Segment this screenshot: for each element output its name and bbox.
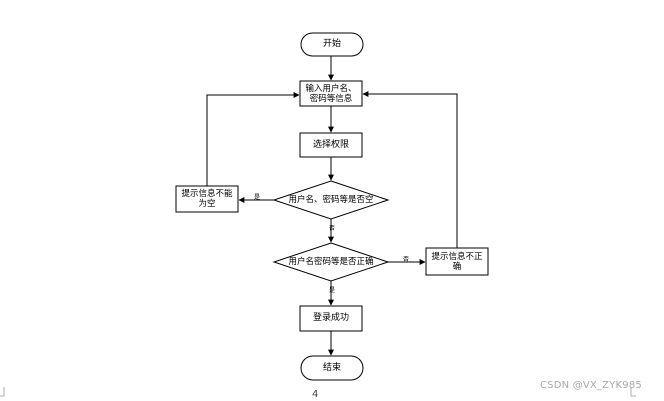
crop-mark-right (630, 387, 636, 397)
wrong-error-label: 提示信息不正 确 (431, 251, 483, 272)
end-label: 结束 (322, 362, 341, 373)
arrow-empty-error-back-to-input (206, 92, 300, 186)
select-permission-box (299, 132, 363, 158)
crop-mark-left (0, 387, 5, 397)
select-permission-label: 选择权限 (312, 139, 349, 150)
arrow-wrong-error-back-to-input (362, 91, 458, 248)
login-success-box (299, 305, 363, 332)
edge-label-correct-no: 否 (403, 256, 410, 263)
input-credentials-label: 输入用户名、 密码等信息 (305, 83, 357, 104)
login-success-label: 登录成功 (312, 313, 349, 323)
empty-check-label: 用户名、密码等是否空 (288, 194, 374, 205)
correct-check-label: 用户名密码等是否正确 (288, 256, 374, 267)
edge-label-correct-yes: 是 (329, 287, 336, 294)
csdn-watermark: CSDN @VX_ZYK985 (540, 380, 642, 391)
page-number: 4 (312, 389, 319, 400)
start-terminator (300, 32, 364, 57)
end-terminator (300, 355, 364, 381)
start-label: 开始 (322, 39, 341, 49)
input-credentials-box (299, 80, 363, 107)
empty-error-label: 提示信息不能 为空 (181, 189, 233, 209)
edge-label-empty-no: 否 (329, 225, 336, 232)
wrong-error-box (425, 247, 489, 276)
edge-label-empty-yes: 是 (254, 194, 261, 201)
